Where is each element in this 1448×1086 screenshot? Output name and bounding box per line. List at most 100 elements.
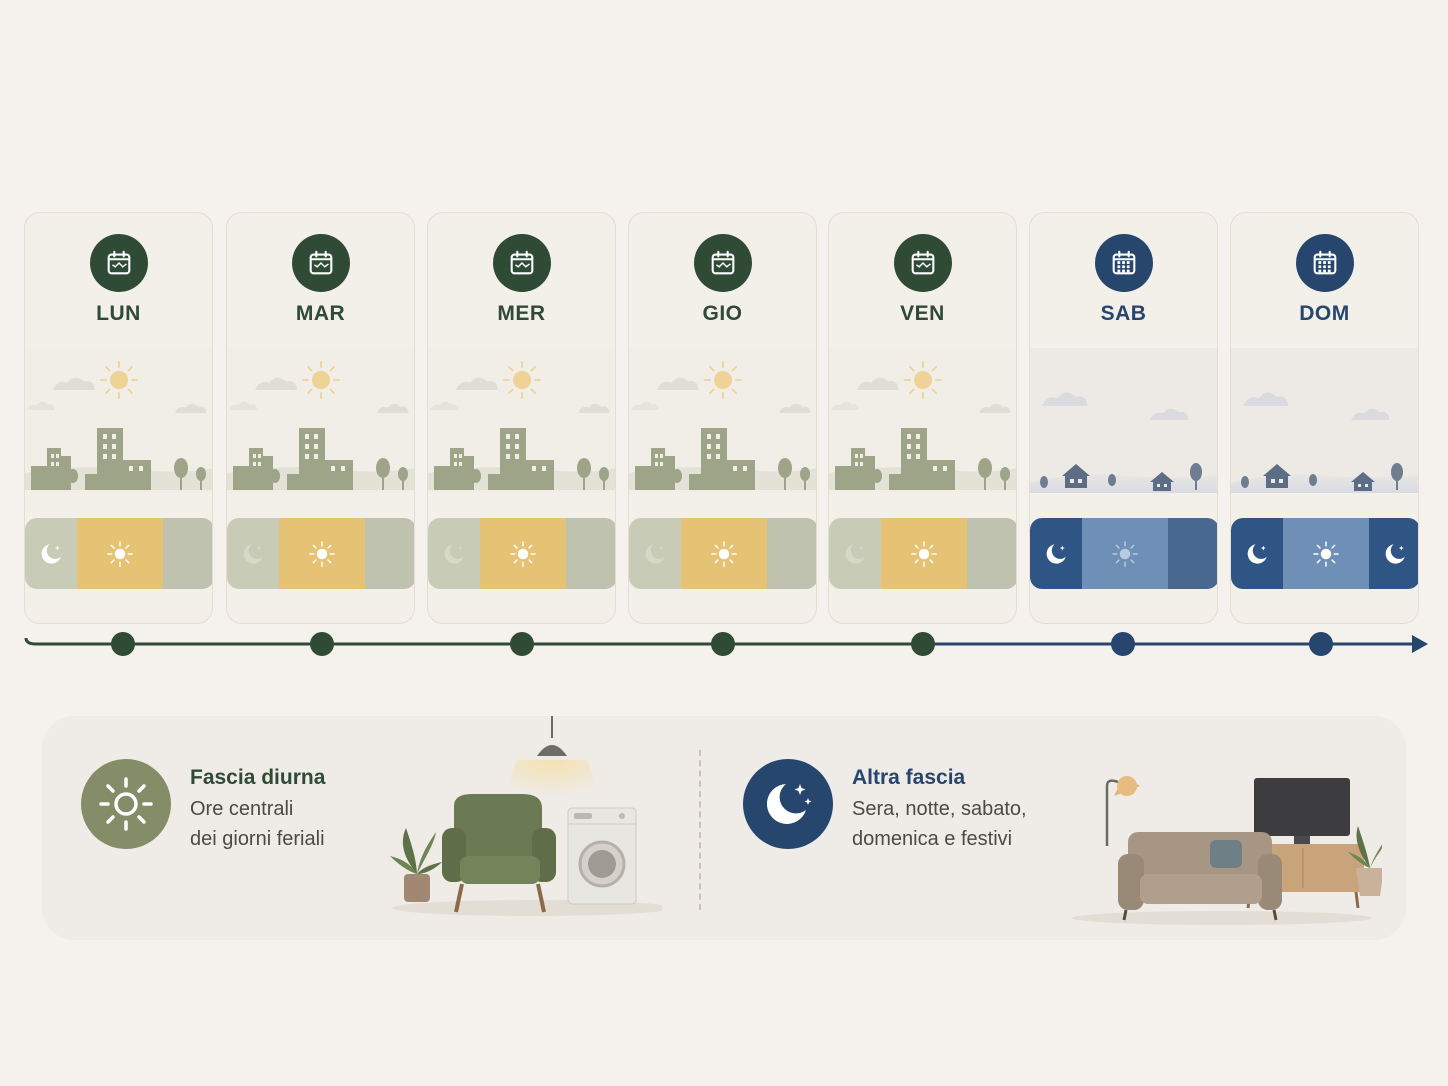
timeline-dot (1111, 632, 1135, 656)
city-skyline-scene (829, 348, 1016, 493)
calendar-icon (493, 234, 551, 292)
night-band (1231, 518, 1283, 589)
time-bands (1231, 518, 1418, 589)
calendar-icon (510, 250, 534, 275)
sun-icon (107, 540, 133, 567)
day-band (480, 518, 566, 589)
calendar-icon (107, 250, 131, 275)
pendant-lamp-icon (537, 745, 567, 756)
time-bands (25, 518, 212, 589)
moon-icon (645, 543, 665, 564)
calendar-icon (1296, 234, 1354, 292)
moon-icon (243, 543, 263, 564)
sun-icon (911, 540, 937, 567)
night-band (227, 518, 279, 589)
village-houses-scene (1030, 348, 1217, 493)
calendar-icon (90, 234, 148, 292)
washing-machine-icon (567, 807, 637, 905)
calendar-icon (1112, 250, 1136, 275)
calendar-icon (309, 250, 333, 275)
floor-lamp-icon (1105, 776, 1140, 846)
village-houses-scene (1231, 348, 1418, 493)
day-card-mar: MAR (226, 212, 415, 624)
moon-icon (845, 543, 865, 564)
armchair-icon (442, 794, 556, 913)
day-label: SAB (1100, 302, 1147, 325)
timeline-dot (911, 632, 935, 656)
calendar-icon (292, 234, 350, 292)
day-card-sab: SAB (1029, 212, 1218, 624)
day-label: GIO (702, 302, 743, 325)
sun-icon (711, 540, 737, 567)
calendar-icon (711, 250, 735, 275)
day-band (77, 518, 163, 589)
legend-day-line1: Ore centrali (190, 798, 294, 820)
day-card-mer: MER (427, 212, 616, 624)
timeline-dot (510, 632, 534, 656)
calendar-icon (694, 234, 752, 292)
night-band (829, 518, 881, 589)
legend-other-title: Altra fascia (852, 766, 966, 789)
legend-divider (699, 750, 701, 910)
legend-panel: Fascia diurna Ore centrali dei giorni fe… (42, 716, 1406, 940)
moon-icon (1247, 543, 1267, 564)
legend-other-line1: Sera, notte, sabato, (852, 798, 1027, 820)
cushion (1210, 840, 1242, 868)
day-label: MER (497, 302, 546, 325)
time-bands (428, 518, 615, 589)
week-days: LUN (24, 212, 1420, 624)
calendar-icon (1313, 250, 1337, 275)
timeline-dot (310, 632, 334, 656)
city-skyline-scene (227, 348, 414, 493)
evening-band (967, 518, 1016, 589)
day-label: VEN (900, 302, 945, 325)
calendar-icon (911, 250, 935, 275)
calendar-icon (1095, 234, 1153, 292)
home-daytime-illustration (390, 716, 662, 916)
legend-day-line2: dei giorni feriali (190, 828, 325, 850)
day-card-ven: VEN (828, 212, 1017, 624)
day-band (279, 518, 365, 589)
week-timeline (24, 632, 1428, 656)
evening-band (365, 518, 414, 589)
moon-icon (1046, 543, 1066, 564)
legend-day-icon (81, 759, 171, 849)
night-band (1168, 518, 1217, 589)
day-band (881, 518, 967, 589)
moon-icon (41, 543, 61, 564)
timeline-dot (111, 632, 135, 656)
evening-band (163, 518, 212, 589)
day-label: MAR (295, 302, 346, 325)
day-card-lun: LUN (24, 212, 213, 624)
tv-icon (1254, 778, 1350, 844)
timeline-dot (711, 632, 735, 656)
home-evening-illustration (1072, 776, 1382, 925)
night-band (629, 518, 681, 589)
sun-icon (1313, 540, 1339, 567)
sun-icon (1112, 540, 1138, 567)
moon-icon (444, 543, 464, 564)
moon-stars-icon (766, 784, 812, 824)
night-band (428, 518, 480, 589)
city-skyline-scene (25, 348, 212, 493)
day-band (681, 518, 767, 589)
sofa-icon (1118, 832, 1282, 921)
night-band (1030, 518, 1082, 589)
time-bands (629, 518, 816, 589)
sun-icon (309, 540, 335, 567)
sun-icon (99, 777, 153, 831)
night-band (1369, 518, 1418, 589)
day-label: LUN (96, 302, 141, 325)
sun-icon (510, 540, 536, 567)
calendar-icon (894, 234, 952, 292)
moon-icon (1385, 543, 1405, 564)
plant-pot (404, 874, 430, 902)
plant-icon (1348, 826, 1382, 896)
legend-other-line2: domenica e festivi (852, 828, 1013, 850)
timeline-dot (1309, 632, 1333, 656)
day-card-gio: GIO (628, 212, 817, 624)
city-skyline-scene (428, 348, 615, 493)
evening-band (566, 518, 615, 589)
day-band (1283, 518, 1369, 589)
evening-band (767, 518, 816, 589)
